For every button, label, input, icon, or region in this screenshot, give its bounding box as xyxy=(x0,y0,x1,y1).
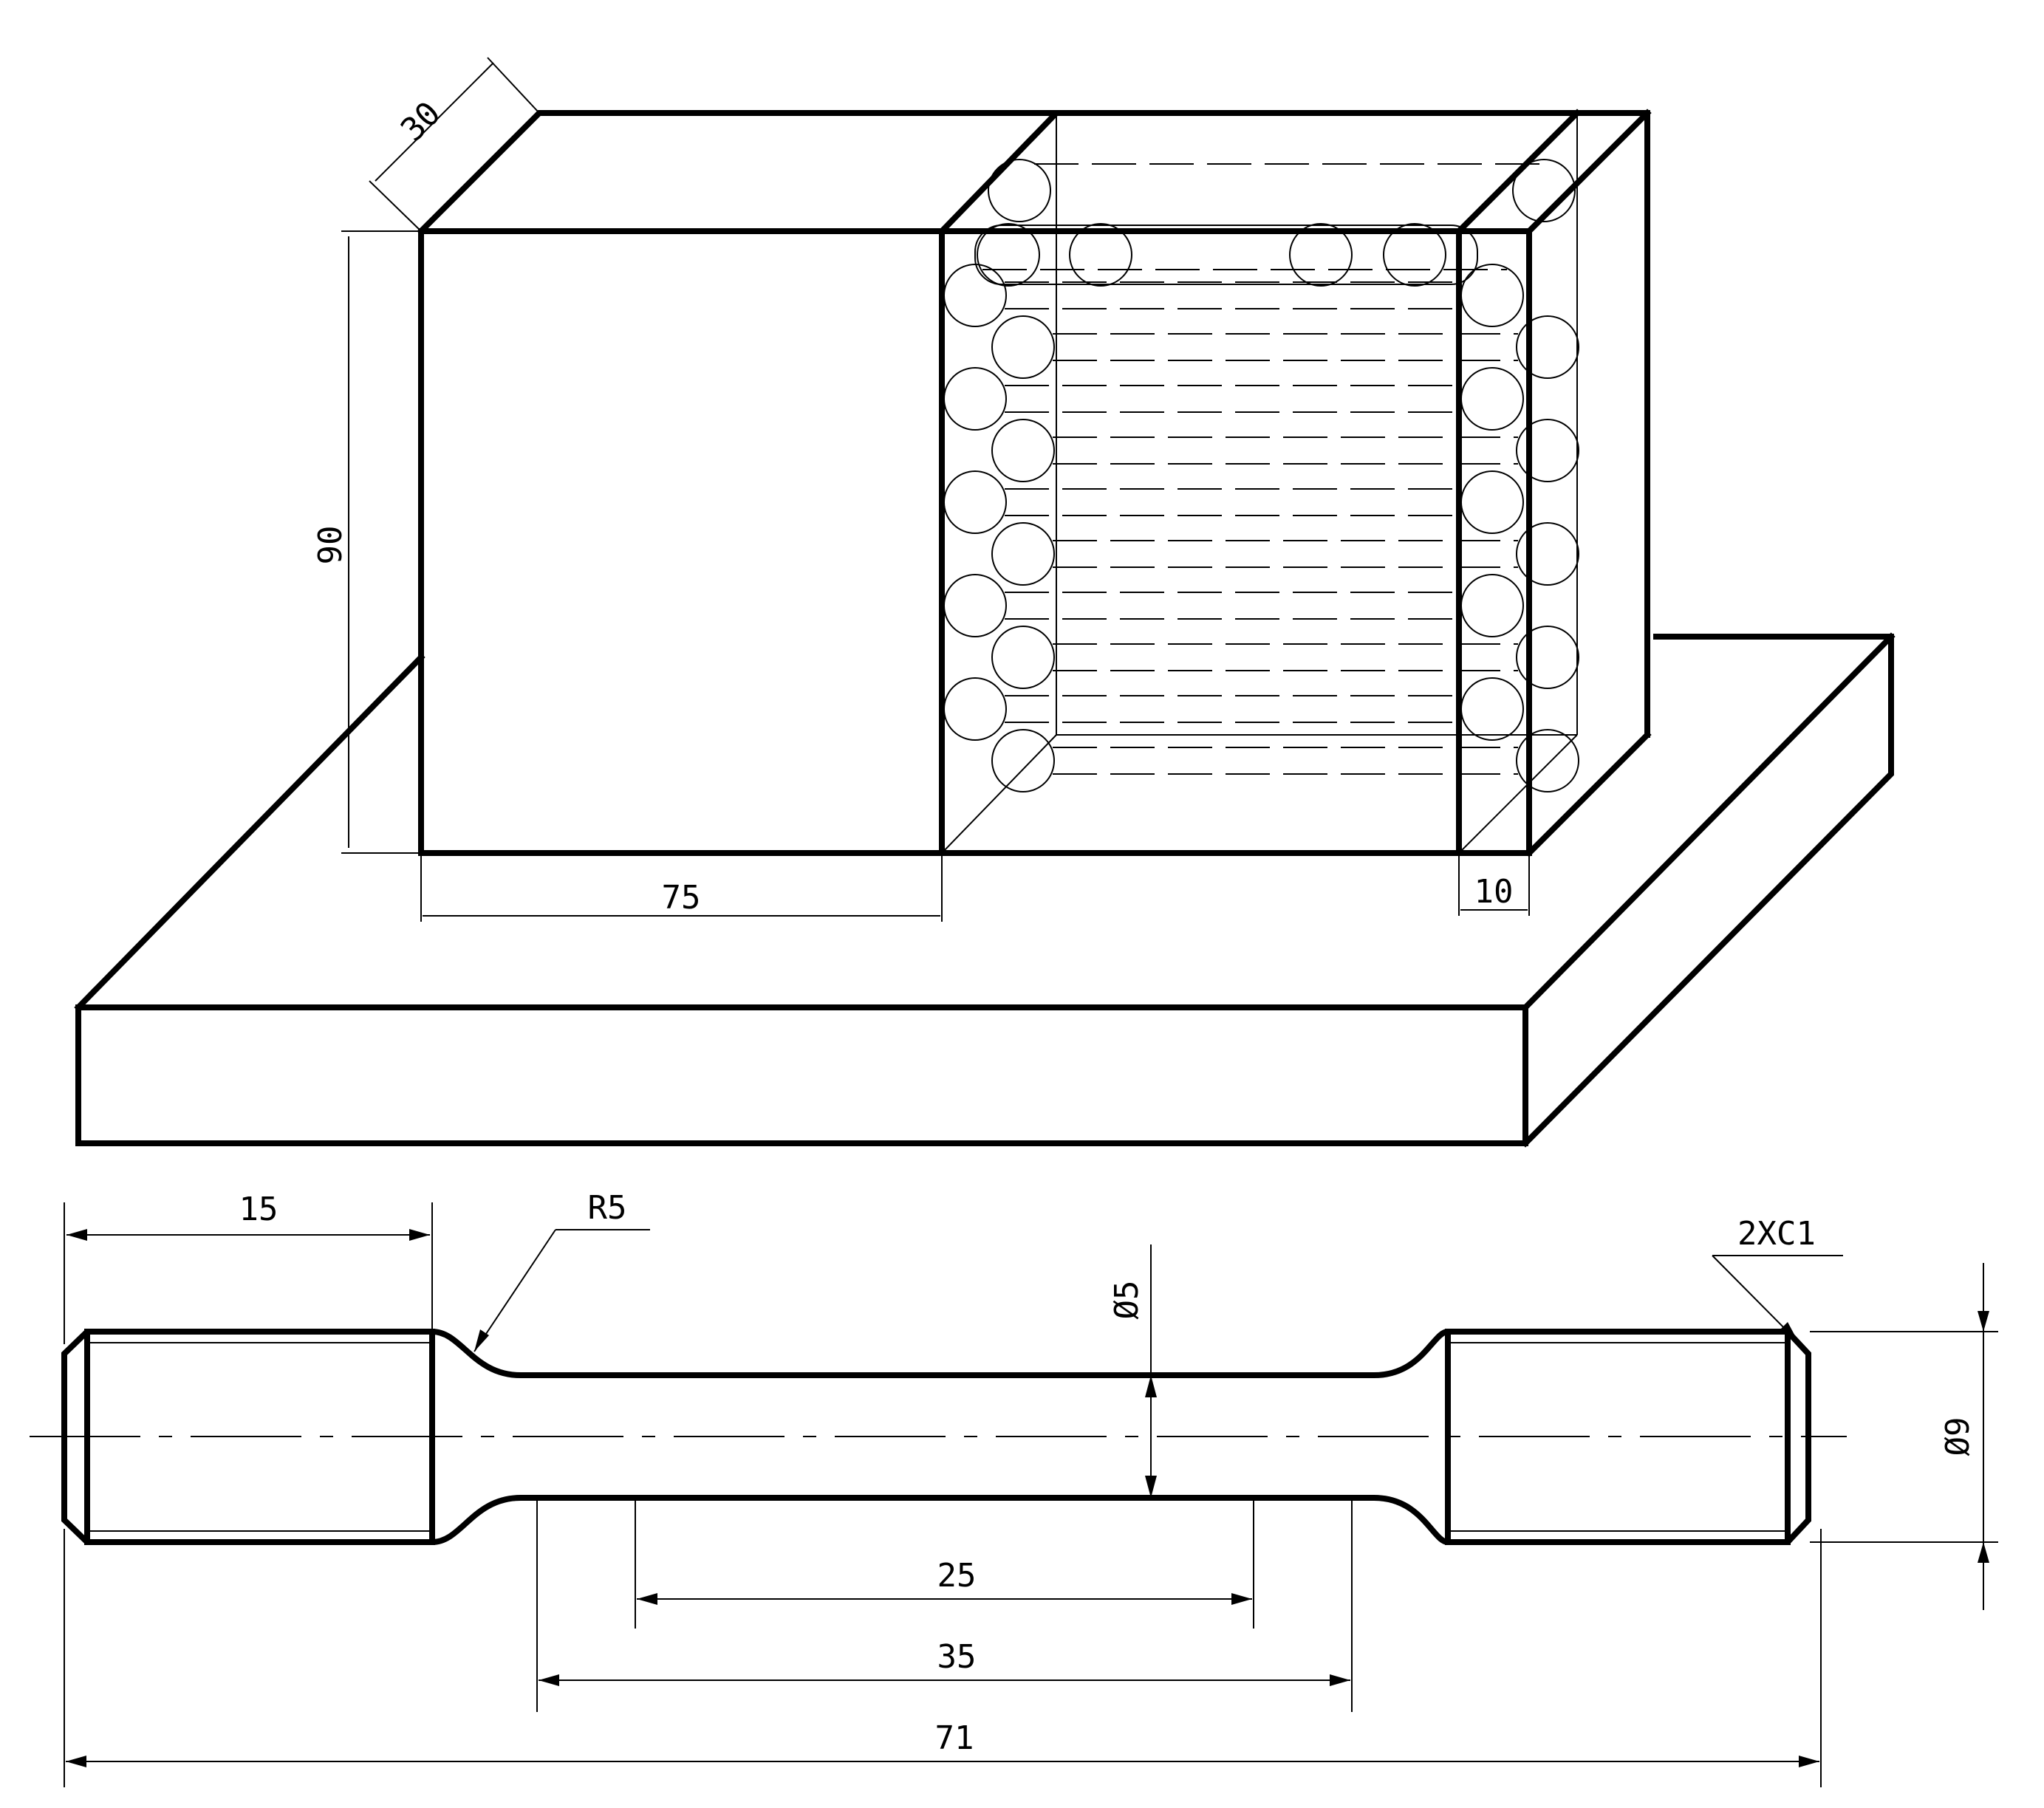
dim-wall-label: 10 xyxy=(1474,873,1514,911)
rod-end-circle xyxy=(1516,419,1579,482)
rod-end-circle xyxy=(1460,574,1524,637)
dim-gauge-diameter-label: Ø5 xyxy=(1108,1281,1146,1320)
rod-end-circle xyxy=(1516,626,1579,689)
dim-grip-length-label: 15 xyxy=(239,1191,278,1228)
dim-wall-10: 10 xyxy=(1458,853,1530,916)
rod-end-circle xyxy=(1460,470,1524,534)
rod-layers xyxy=(943,159,1579,792)
dim-grip-diameter-label: Ø9 xyxy=(1939,1417,1977,1456)
rod-end-circle xyxy=(977,223,1040,287)
block-transparent-part xyxy=(939,109,1652,857)
rod-end-circle xyxy=(1512,159,1576,222)
rod-end-circle xyxy=(943,264,1007,327)
rod-end-circle xyxy=(943,574,1007,637)
rod-end-circle xyxy=(1516,522,1579,586)
dim-height-label: 90 xyxy=(312,526,349,565)
dim-width-label: 75 xyxy=(662,879,701,917)
rod-end-circle xyxy=(1289,223,1353,287)
rod-end-circle xyxy=(1069,223,1132,287)
dim-gauge-length-label: 25 xyxy=(937,1557,977,1595)
rod-end-circle xyxy=(943,677,1007,741)
rod-end-circle xyxy=(943,367,1007,431)
rod-end-circle xyxy=(991,729,1055,792)
dim-grip-length-15: 15 xyxy=(64,1191,433,1344)
dim-total-length-label: 71 xyxy=(935,1719,974,1757)
rod-end-circle xyxy=(943,470,1007,534)
rod-end-circle xyxy=(991,626,1055,689)
rod-end-circle xyxy=(991,419,1055,482)
rod-end-circle xyxy=(991,315,1055,379)
dim-depth-label: 30 xyxy=(394,95,448,149)
fillet-radius-leader: R5 xyxy=(474,1189,650,1352)
chamfer-label: 2XC1 xyxy=(1737,1215,1816,1253)
dim-width-75: 75 xyxy=(420,853,943,922)
rod-end-circle xyxy=(1383,223,1446,287)
dim-parallel-length-label: 35 xyxy=(937,1638,977,1676)
rod-end-circle xyxy=(991,522,1055,586)
dim-grip-diameter: Ø9 xyxy=(1810,1263,1998,1610)
dim-depth-30: 30 xyxy=(369,57,540,232)
base-plate xyxy=(74,632,1896,1148)
dim-parallel-length-35: 35 xyxy=(536,1499,1353,1712)
fillet-radius-label: R5 xyxy=(588,1189,627,1227)
rod-end-circle xyxy=(1516,729,1579,792)
rod-end-circle xyxy=(1460,367,1524,431)
rod-end-circle xyxy=(1460,677,1524,741)
dim-total-length-71: 71 xyxy=(64,1529,1822,1787)
tensile-specimen xyxy=(30,1329,1847,1545)
dim-gauge-length-25: 25 xyxy=(635,1499,1254,1629)
rod-end-circle xyxy=(1460,264,1524,327)
chamfer-leader: 2XC1 xyxy=(1712,1215,1843,1343)
block-solid-part xyxy=(417,110,1064,856)
dim-gauge-diameter: Ø5 xyxy=(1108,1244,1157,1498)
dim-height-90: 90 xyxy=(312,230,421,854)
rod-end-circle xyxy=(1516,315,1579,379)
rod-end-circle xyxy=(988,159,1051,222)
